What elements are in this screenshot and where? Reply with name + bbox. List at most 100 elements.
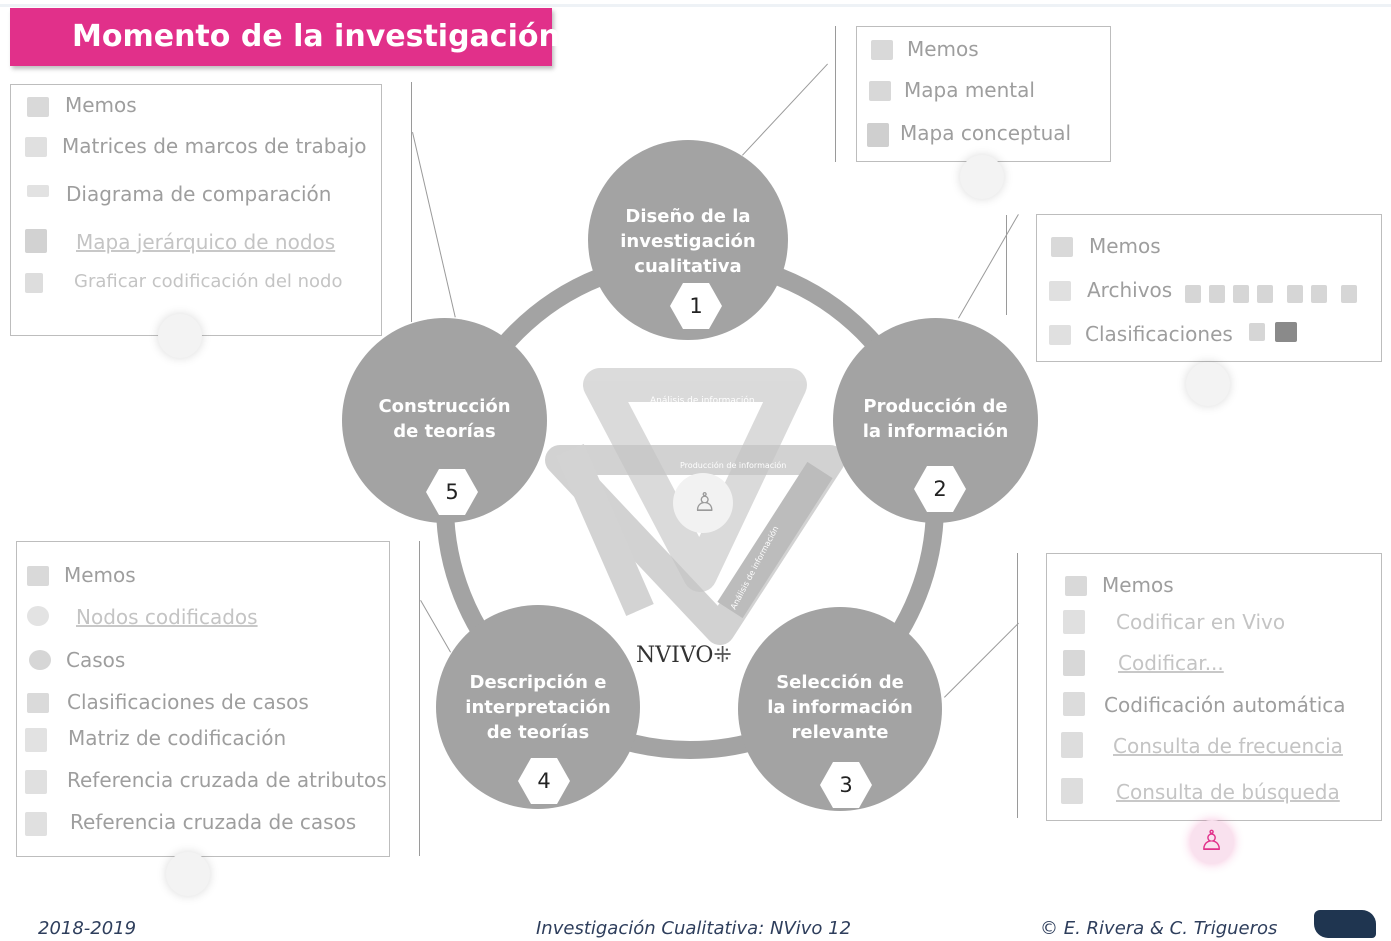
panel-item-matrices[interactable]: Matrices de marcos de trabajo <box>62 134 367 158</box>
title-banner: Momento de la investigación <box>10 8 560 66</box>
panel-top-right: Memos Mapa mental Mapa conceptual <box>856 26 1111 162</box>
panel-item-auto-code[interactable]: Codificación automática <box>1104 693 1346 717</box>
connector-top-right-v <box>835 26 836 162</box>
footer-course: Investigación Cualitativa: NVivo 12 <box>536 918 852 939</box>
panel-item-memos[interactable]: Memos <box>1102 573 1174 597</box>
nvivo-logo-text: NVIVO <box>636 643 714 668</box>
panel-item-coding-matrix[interactable]: Matriz de codificación <box>68 726 287 750</box>
top-rule <box>0 4 1391 7</box>
panel-item-case-crosstab[interactable]: Referencia cruzada de casos <box>70 810 357 834</box>
image-icon <box>1257 285 1273 303</box>
frequency-query-icon <box>1061 732 1083 758</box>
panel-item-attribute-crosstab[interactable]: Referencia cruzada de atributos <box>67 768 387 792</box>
stage-label-2: Producción de la información <box>862 396 1009 442</box>
panel-item-code-in-vivo[interactable]: Codificar en Vivo <box>1116 610 1286 634</box>
classification-icon <box>1049 325 1071 345</box>
band-label-mid: Producción de información <box>680 460 786 470</box>
person-avatar-icon <box>1186 362 1230 406</box>
stage-number-5: 5 <box>445 480 459 504</box>
hierarchy-map-icon <box>25 229 47 253</box>
video-icon <box>1287 285 1303 303</box>
center-person-icon: ♙ <box>693 488 717 518</box>
panel-top-left: Memos Matrices de marcos de trabajo Diag… <box>10 84 382 336</box>
stage-number-badge-4: 4 <box>518 758 570 804</box>
panel-item-cases[interactable]: Casos <box>66 648 126 672</box>
panel-item-search-query[interactable]: Consulta de búsqueda <box>1116 780 1340 804</box>
page-title: Momento de la investigación <box>72 19 560 54</box>
files-icon <box>1049 281 1071 301</box>
crosstab-icon <box>25 770 47 794</box>
panel-item-concept-map[interactable]: Mapa conceptual <box>900 121 1072 145</box>
person-pink-icon: ♙ <box>1199 824 1225 857</box>
memo-icon <box>871 40 893 60</box>
panel-item-frequency-query[interactable]: Consulta de frecuencia <box>1113 734 1343 758</box>
coding-matrix-icon <box>25 728 47 752</box>
memo-icon <box>27 97 49 117</box>
person-avatar-icon <box>166 852 210 896</box>
connector-bottom-right-v <box>1017 553 1018 818</box>
person-avatar-icon-active <box>1190 820 1234 864</box>
matrix-icon <box>25 137 47 157</box>
footer-authors: © E. Rivera & C. Trigueros <box>1040 918 1278 939</box>
panel-bottom-right: Memos Codificar en Vivo Codificar... Cod… <box>1046 553 1382 821</box>
auto-code-icon <box>1063 692 1085 716</box>
panel-item-files[interactable]: Archivos <box>1087 278 1173 302</box>
panel-item-mind-map[interactable]: Mapa mental <box>904 78 1035 102</box>
pdf-icon <box>1233 285 1249 303</box>
panel-item-memos[interactable]: Memos <box>65 93 137 117</box>
in-vivo-icon <box>1063 610 1085 634</box>
connector-top-left-v <box>411 82 412 322</box>
stage-number-1: 1 <box>689 294 703 318</box>
panel-right-mid: Memos Archivos Clasificaciones <box>1036 214 1382 362</box>
university-logo-icon <box>1314 910 1376 938</box>
connector-right-mid-v <box>1006 215 1007 315</box>
stage-number-2: 2 <box>933 477 947 501</box>
panel-item-coded-nodes[interactable]: Nodos codificados <box>76 605 258 629</box>
panel-bottom-left: Memos Nodos codificados Casos Clasificac… <box>16 541 390 857</box>
concept-map-icon <box>867 123 889 147</box>
panel-item-case-classifications[interactable]: Clasificaciones de casos <box>67 690 309 714</box>
panel-item-memos[interactable]: Memos <box>907 37 979 61</box>
dataset-icon <box>1275 322 1297 342</box>
comparison-diagram-icon <box>27 185 49 197</box>
panel-item-memos[interactable]: Memos <box>64 563 136 587</box>
document-icon <box>1249 323 1265 341</box>
person-avatar-icon <box>960 155 1004 199</box>
memo-icon <box>1065 576 1087 596</box>
panel-item-classifications[interactable]: Clasificaciones <box>1085 322 1233 346</box>
nvivo-logo: NVIVO⁜ <box>636 643 732 668</box>
center-avatar-ring <box>673 473 733 533</box>
mind-map-icon <box>869 81 891 101</box>
panel-item-comparison-diagram[interactable]: Diagrama de comparación <box>66 182 332 206</box>
connector-bottom-left-v <box>419 541 420 856</box>
panel-item-node-chart[interactable]: Graficar codificación del nodo <box>74 271 343 292</box>
footer-year: 2018-2019 <box>38 918 137 939</box>
stage-label-4: Descripción e interpretación de teorías <box>465 672 611 743</box>
audio-icon <box>1311 285 1327 303</box>
stage-number-4: 4 <box>537 769 551 793</box>
node-icon <box>27 606 49 626</box>
panel-item-code[interactable]: Codificar... <box>1118 651 1224 675</box>
stage-label-1: Diseño de la investigación cualitativa <box>620 206 756 277</box>
stage-label-3: Selección de la información relevante <box>767 672 913 743</box>
stage-number-3: 3 <box>839 773 853 797</box>
nvivo-logo-mark: ⁜ <box>713 643 732 668</box>
document-icon <box>1185 285 1201 303</box>
crosstab-icon <box>25 812 47 836</box>
bar-chart-icon <box>25 273 43 293</box>
code-icon <box>1063 650 1085 676</box>
memo-icon <box>1051 237 1073 257</box>
case-icon <box>29 650 51 670</box>
stage-number-badge-2: 2 <box>914 466 966 512</box>
nvivo-knot <box>545 368 845 645</box>
band-label-top: Análisis de información <box>650 395 755 406</box>
case-classification-icon <box>27 693 49 713</box>
bag-icon <box>1341 285 1357 303</box>
panel-item-memos[interactable]: Memos <box>1089 234 1161 258</box>
stage-number-badge-1: 1 <box>670 283 722 329</box>
memo-icon <box>27 566 49 586</box>
panel-item-hierarchy-map[interactable]: Mapa jerárquico de nodos <box>76 230 336 254</box>
search-query-icon <box>1061 778 1083 804</box>
stage-number-badge-3: 3 <box>820 762 872 808</box>
